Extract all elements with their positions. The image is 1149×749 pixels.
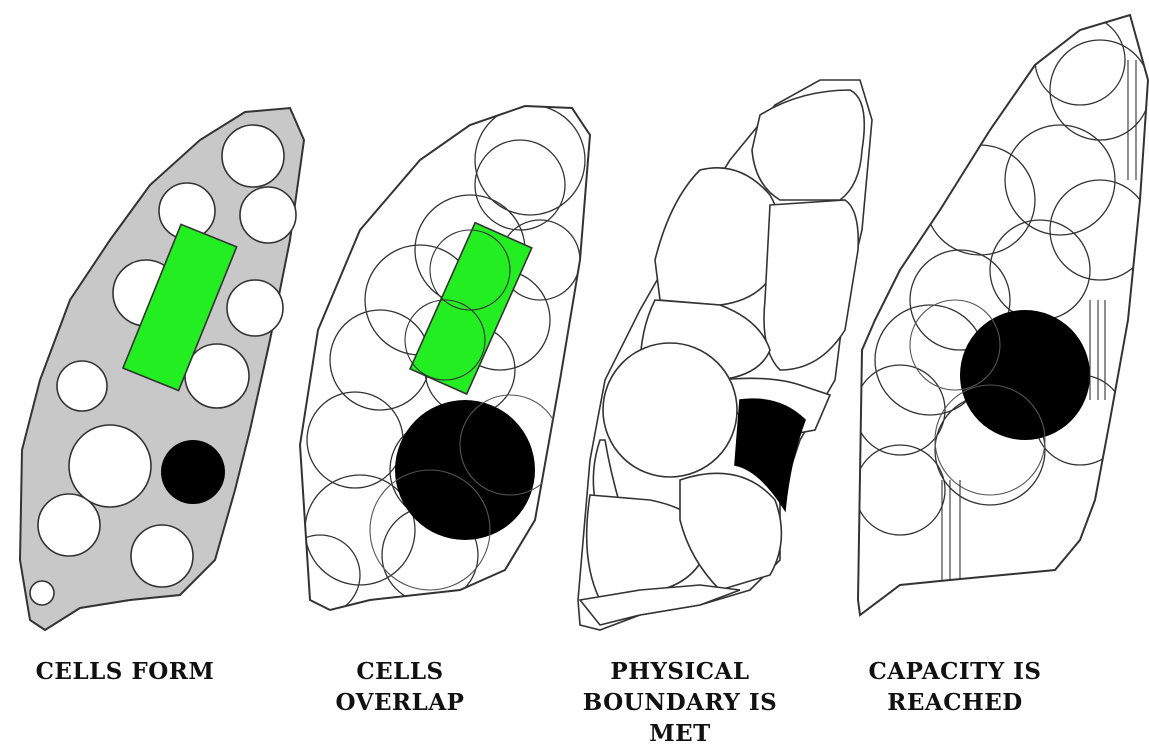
dark-cell xyxy=(960,310,1090,440)
panel-cells-form xyxy=(20,108,304,630)
cell xyxy=(69,425,151,507)
caption-line: OVERLAP xyxy=(295,687,505,718)
dark-cell xyxy=(161,440,225,504)
caption-physical-boundary: PHYSICAL BOUNDARY IS MET xyxy=(575,656,785,749)
cell xyxy=(57,361,107,411)
cell xyxy=(131,525,193,587)
caption-cells-overlap: CELLS OVERLAP xyxy=(295,656,505,718)
caption-line: CELLS xyxy=(295,656,505,687)
cell xyxy=(222,125,284,187)
caption-line: MET xyxy=(575,718,785,749)
cell-segment xyxy=(764,200,858,370)
cell xyxy=(185,344,249,408)
cell-segment xyxy=(655,168,781,305)
panel-capacity-reached xyxy=(855,15,1149,615)
cell xyxy=(240,187,296,243)
cell xyxy=(30,581,54,605)
cell xyxy=(227,280,283,336)
caption-line: CAPACITY IS xyxy=(850,656,1060,687)
cell-segment xyxy=(752,90,864,200)
caption-line: PHYSICAL xyxy=(575,656,785,687)
cell xyxy=(603,343,737,477)
panel-cells-overlap xyxy=(280,105,590,615)
caption-line: REACHED xyxy=(850,687,1060,718)
caption-line: BOUNDARY IS xyxy=(575,687,785,718)
panel-physical-boundary xyxy=(578,80,872,630)
caption-capacity-reached: CAPACITY IS REACHED xyxy=(850,656,1060,718)
cell xyxy=(38,494,100,556)
caption-cells-form: CELLS FORM xyxy=(20,656,230,687)
caption-line: CELLS FORM xyxy=(20,656,230,687)
dark-cell xyxy=(395,400,535,540)
